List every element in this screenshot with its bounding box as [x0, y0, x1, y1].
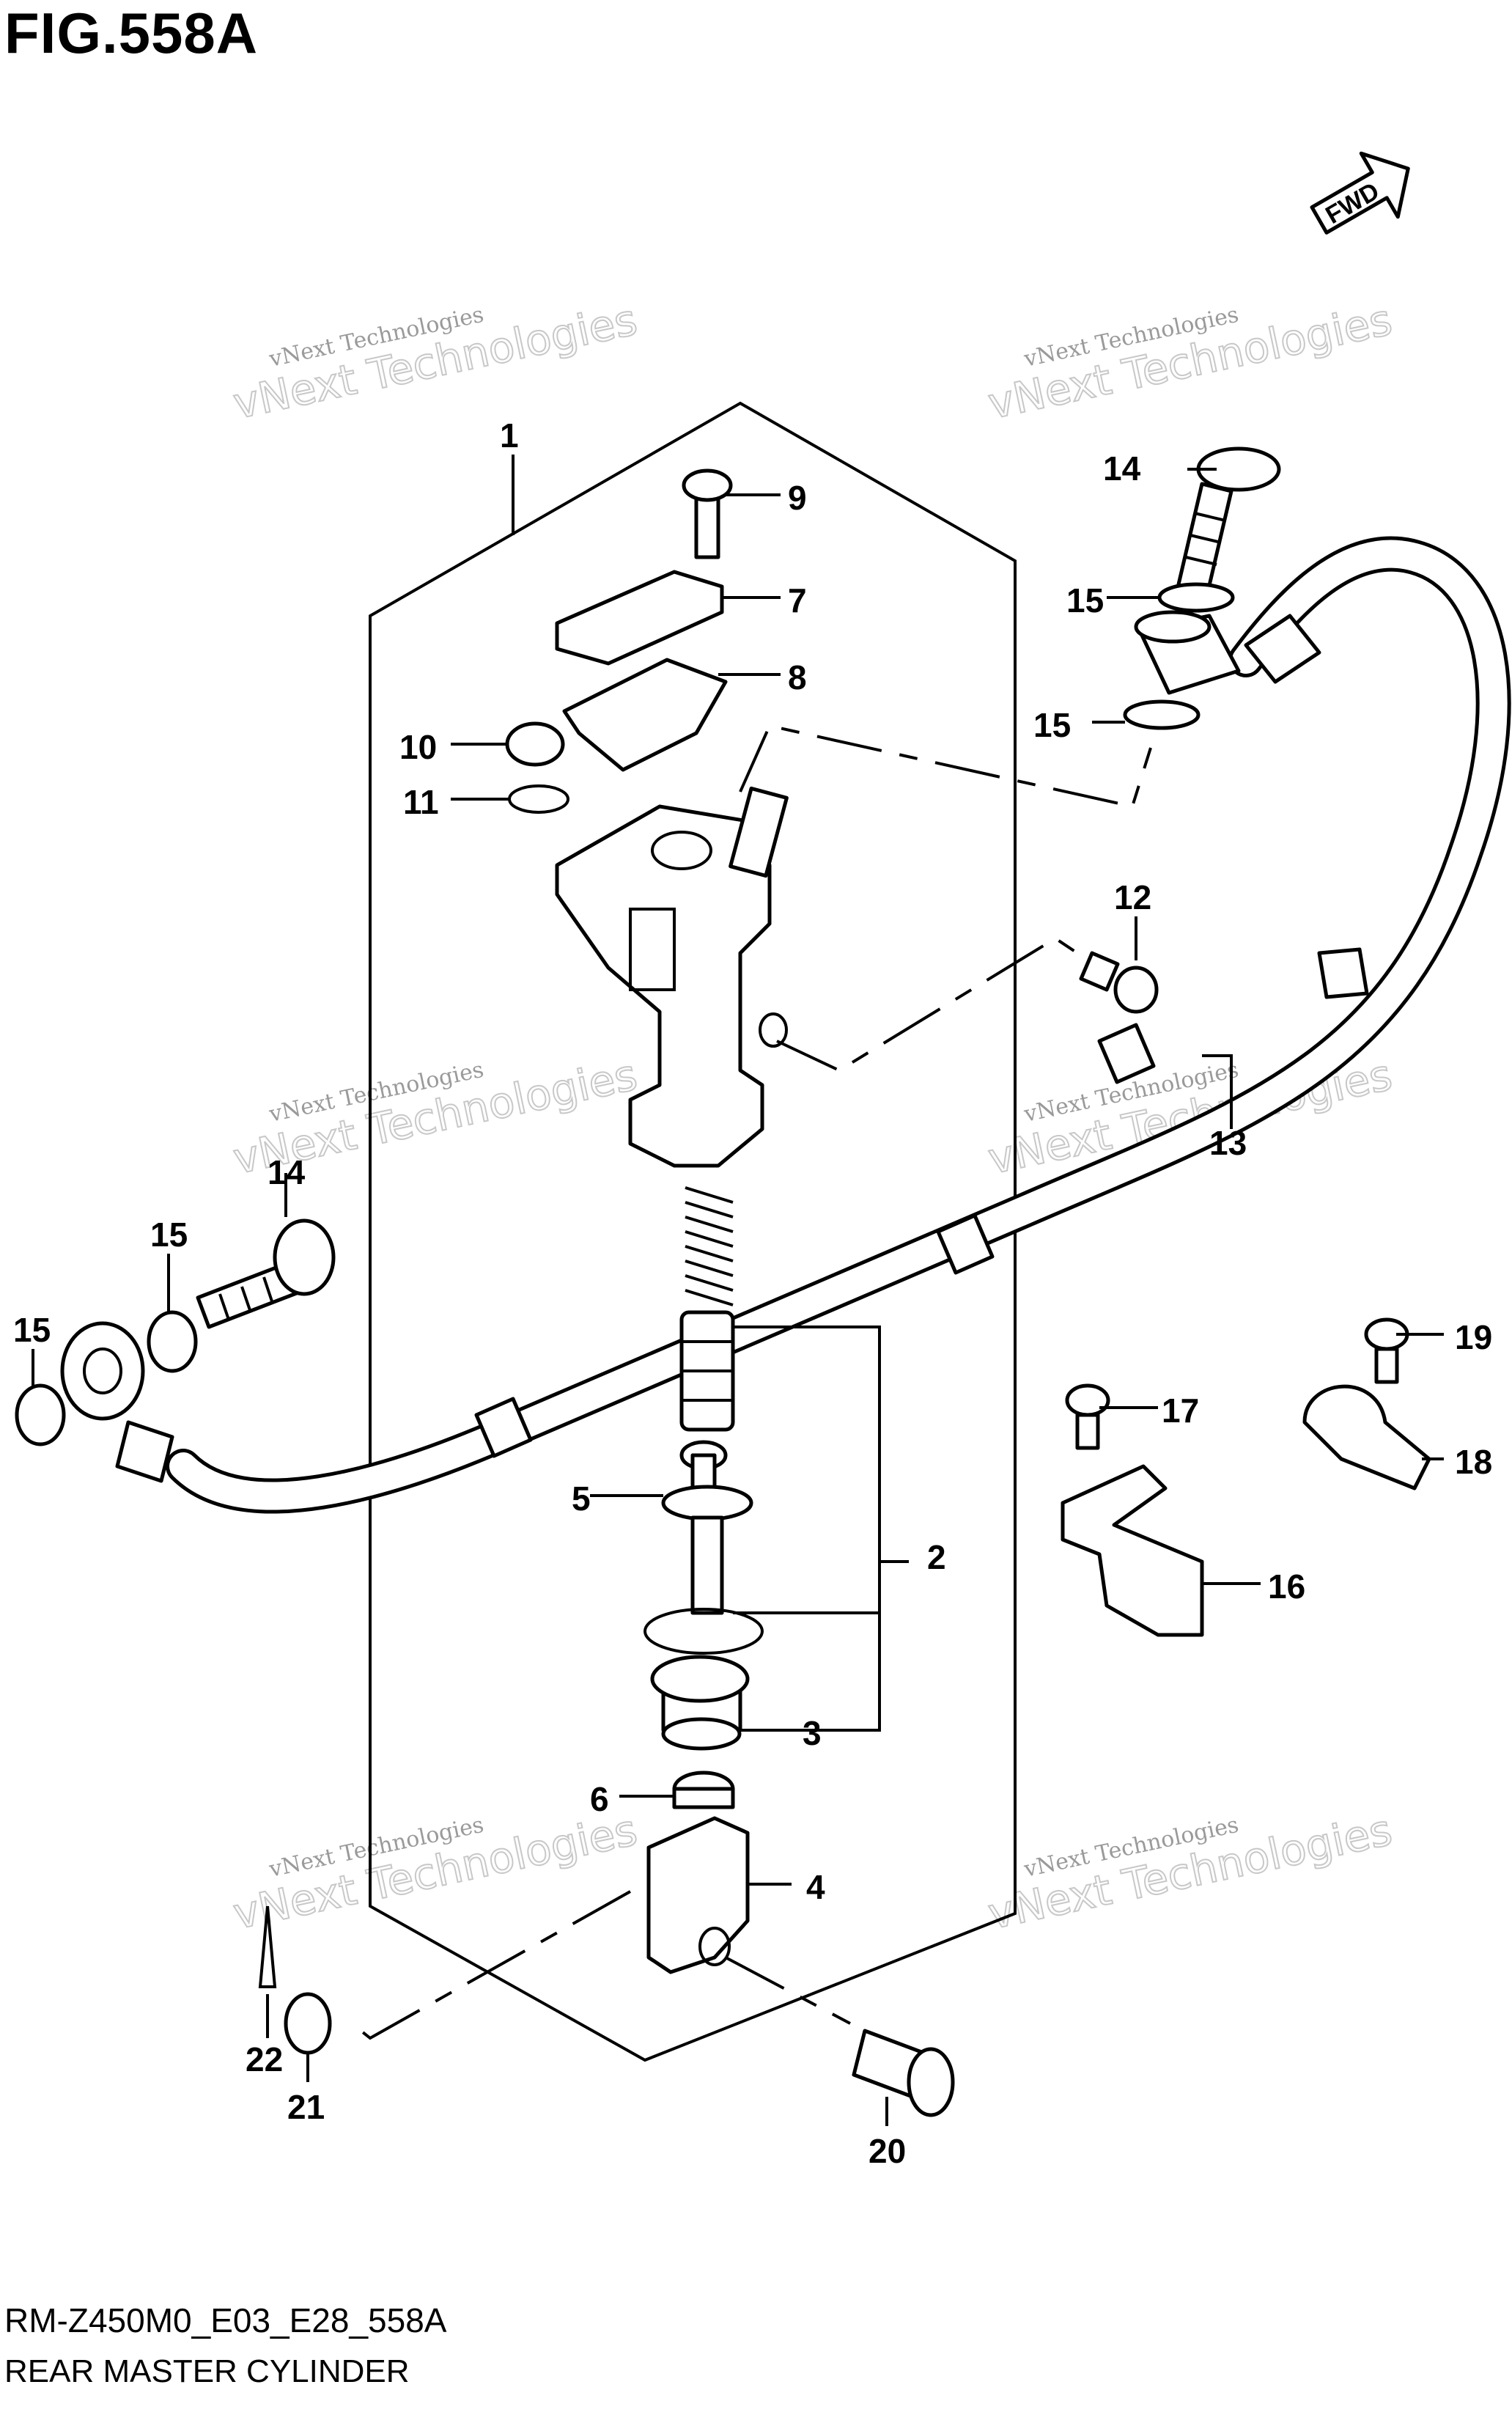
- callout-22: 22: [246, 2040, 283, 2078]
- watermark: vNext Technologies vNext Technologies: [229, 1804, 642, 1940]
- callout-18: 18: [1455, 1443, 1492, 1481]
- callout-14: 14: [1103, 449, 1141, 488]
- bolt-17: [1065, 1383, 1110, 1450]
- circlip: [643, 1608, 764, 1655]
- callout-15: 15: [1066, 581, 1104, 619]
- washer: [15, 1383, 66, 1446]
- banjo-fitting-hole: [83, 1347, 122, 1394]
- callout-20: 20: [869, 2132, 906, 2170]
- brake-hose: [115, 536, 1511, 1514]
- bolt-19: [1364, 1317, 1409, 1384]
- dashed-leaders: [350, 724, 1152, 2040]
- hose-clamp: [1302, 1384, 1431, 1490]
- banjo-fitting-top: [1134, 610, 1212, 644]
- callout-14: 14: [268, 1153, 306, 1191]
- callout-15: 15: [1033, 706, 1071, 744]
- banjo-bolt-lower: [196, 1218, 336, 1329]
- push-rod: [661, 1440, 753, 1615]
- banjo-fitting-left: [60, 1321, 145, 1421]
- leader-lines: [32, 455, 1444, 2126]
- figure-title: FIG.558A: [4, 1, 259, 65]
- callout-12: 12: [1114, 878, 1151, 916]
- clevis-pin: [852, 2029, 955, 2117]
- callout-17: 17: [1162, 1391, 1199, 1430]
- callout-9: 9: [788, 479, 807, 517]
- diagram-name: REAR MASTER CYLINDER: [4, 2353, 410, 2389]
- callouts: 1 2 3 4 5 6 7 8 9 10 11 12 13 14 14 15 1…: [13, 416, 1492, 2170]
- washer-21: [284, 1992, 332, 2055]
- callout-2: 2: [927, 1538, 946, 1576]
- diaphragm-plate: [505, 721, 565, 767]
- piston: [679, 1310, 735, 1432]
- callout-3: 3: [803, 1714, 822, 1752]
- callout-1: 1: [500, 416, 519, 455]
- callout-15: 15: [150, 1216, 188, 1254]
- hose-guide: [1061, 1464, 1204, 1637]
- master-cylinder-body: [555, 786, 789, 1168]
- washer: [1157, 582, 1235, 613]
- reservoir-diaphragm: [562, 658, 728, 772]
- callout-21: 21: [287, 2088, 325, 2126]
- callout-19: 19: [1455, 1318, 1492, 1356]
- banjo-bolt-upper: [1174, 446, 1281, 603]
- callout-6: 6: [590, 1780, 609, 1818]
- watermark: vNext Technologies vNext Technologies: [984, 294, 1397, 430]
- clevis: [646, 1816, 750, 1974]
- callout-8: 8: [788, 658, 807, 696]
- return-spring: [685, 1186, 734, 1306]
- clevis-hole: [698, 1927, 731, 1966]
- fwd-arrow-icon: FWD: [1310, 151, 1410, 235]
- callout-4: 4: [806, 1868, 825, 1906]
- washer: [147, 1310, 198, 1373]
- lock-nut: [672, 1771, 735, 1809]
- callout-11: 11: [403, 783, 439, 821]
- screw-9: [682, 468, 733, 559]
- dust-boot: [650, 1655, 750, 1751]
- callout-5: 5: [572, 1479, 591, 1518]
- assembly-outline: [369, 401, 1017, 2062]
- callout-10: 10: [399, 728, 437, 766]
- callout-16: 16: [1268, 1567, 1305, 1606]
- reservoir-cap: [555, 570, 724, 666]
- bolt-12: [1079, 951, 1159, 1014]
- callout-7: 7: [788, 581, 807, 619]
- model-code: RM-Z450M0_E03_E28_558A: [4, 2301, 447, 2339]
- callout-15: 15: [13, 1311, 51, 1349]
- washer: [1123, 699, 1201, 730]
- callout-13: 13: [1209, 1124, 1247, 1162]
- cotter-pin: [258, 1905, 277, 1988]
- watermark: vNext Technologies vNext Technologies: [984, 1804, 1397, 1940]
- watermark: vNext Technologies vNext Technologies: [229, 294, 642, 430]
- circlip-11: [508, 784, 569, 814]
